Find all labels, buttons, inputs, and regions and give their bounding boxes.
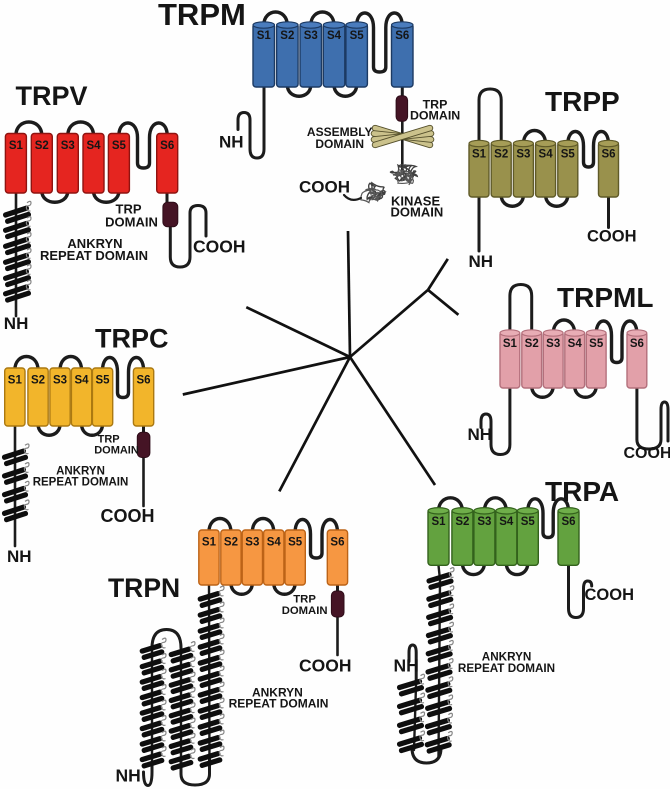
svg-text:NH: NH bbox=[394, 656, 419, 676]
svg-text:S6: S6 bbox=[137, 375, 151, 387]
svg-text:S1: S1 bbox=[503, 338, 518, 350]
svg-text:COOH: COOH bbox=[624, 445, 670, 462]
svg-text:S2: S2 bbox=[525, 338, 539, 350]
svg-text:TRP: TRP bbox=[293, 594, 316, 606]
svg-text:TRPML: TRPML bbox=[557, 282, 653, 313]
svg-text:COOH: COOH bbox=[101, 506, 155, 526]
svg-text:S2: S2 bbox=[31, 375, 45, 387]
svg-text:DOMAIN: DOMAIN bbox=[410, 109, 460, 123]
svg-text:S5: S5 bbox=[521, 516, 536, 528]
svg-text:S2: S2 bbox=[224, 537, 238, 549]
svg-text:S6: S6 bbox=[395, 30, 409, 42]
svg-text:S4: S4 bbox=[75, 375, 90, 387]
svg-text:S4: S4 bbox=[86, 140, 101, 152]
svg-text:S6: S6 bbox=[630, 338, 644, 350]
svg-text:S3: S3 bbox=[516, 149, 530, 161]
svg-text:TRPN: TRPN bbox=[108, 573, 180, 603]
svg-text:S2: S2 bbox=[280, 30, 294, 42]
svg-text:S5: S5 bbox=[96, 375, 111, 387]
svg-text:S5: S5 bbox=[561, 149, 576, 161]
svg-text:S3: S3 bbox=[304, 30, 318, 42]
svg-text:DOMAIN: DOMAIN bbox=[315, 137, 364, 151]
svg-text:S5: S5 bbox=[350, 30, 365, 42]
svg-text:COOH: COOH bbox=[299, 178, 350, 197]
svg-text:TRPV: TRPV bbox=[16, 81, 88, 111]
svg-text:S3: S3 bbox=[546, 338, 560, 350]
svg-text:REPEAT DOMAIN: REPEAT DOMAIN bbox=[229, 697, 329, 711]
svg-text:S4: S4 bbox=[499, 516, 514, 528]
svg-text:COOH: COOH bbox=[193, 237, 246, 257]
svg-text:TRPA: TRPA bbox=[545, 476, 619, 507]
svg-text:S6: S6 bbox=[601, 149, 615, 161]
svg-text:S4: S4 bbox=[327, 30, 342, 42]
svg-text:S3: S3 bbox=[245, 537, 259, 549]
svg-text:TRPP: TRPP bbox=[545, 86, 620, 117]
svg-text:S6: S6 bbox=[561, 516, 575, 528]
svg-text:NH: NH bbox=[7, 547, 32, 566]
svg-text:TRPM: TRPM bbox=[158, 0, 246, 32]
svg-text:TRPC: TRPC bbox=[95, 324, 169, 354]
svg-text:S1: S1 bbox=[202, 537, 217, 549]
svg-text:S3: S3 bbox=[61, 140, 75, 152]
svg-text:S2: S2 bbox=[494, 149, 508, 161]
svg-text:S1: S1 bbox=[9, 140, 24, 152]
svg-text:DOMAIN: DOMAIN bbox=[105, 215, 158, 230]
svg-text:DOMAIN: DOMAIN bbox=[282, 605, 328, 617]
svg-text:REPEAT DOMAIN: REPEAT DOMAIN bbox=[33, 477, 129, 489]
svg-text:NH: NH bbox=[4, 314, 29, 333]
svg-text:S3: S3 bbox=[477, 516, 491, 528]
svg-text:S1: S1 bbox=[8, 375, 23, 387]
svg-text:S6: S6 bbox=[160, 140, 174, 152]
svg-text:DOMAIN: DOMAIN bbox=[94, 445, 139, 457]
svg-text:NH: NH bbox=[469, 252, 494, 271]
svg-text:COOH: COOH bbox=[299, 656, 352, 676]
svg-text:S3: S3 bbox=[53, 375, 67, 387]
svg-text:S4: S4 bbox=[539, 149, 554, 161]
svg-text:COOH: COOH bbox=[585, 586, 635, 604]
svg-text:S1: S1 bbox=[257, 30, 272, 42]
svg-text:S5: S5 bbox=[288, 537, 303, 549]
svg-text:NH: NH bbox=[219, 133, 244, 152]
svg-text:S5: S5 bbox=[589, 338, 604, 350]
svg-text:S2: S2 bbox=[35, 140, 49, 152]
svg-text:COOH: COOH bbox=[587, 228, 637, 246]
svg-text:S4: S4 bbox=[267, 537, 282, 549]
svg-text:S1: S1 bbox=[472, 149, 487, 161]
svg-text:NH: NH bbox=[116, 766, 141, 786]
svg-text:S6: S6 bbox=[330, 537, 344, 549]
svg-text:REPEAT DOMAIN: REPEAT DOMAIN bbox=[458, 662, 555, 675]
svg-text:S4: S4 bbox=[568, 338, 583, 350]
svg-text:NH: NH bbox=[468, 425, 493, 444]
svg-text:S1: S1 bbox=[431, 516, 446, 528]
svg-text:REPEAT DOMAIN: REPEAT DOMAIN bbox=[40, 248, 148, 263]
svg-text:DOMAIN: DOMAIN bbox=[391, 205, 444, 220]
svg-text:S2: S2 bbox=[455, 516, 469, 528]
svg-text:S5: S5 bbox=[112, 140, 127, 152]
